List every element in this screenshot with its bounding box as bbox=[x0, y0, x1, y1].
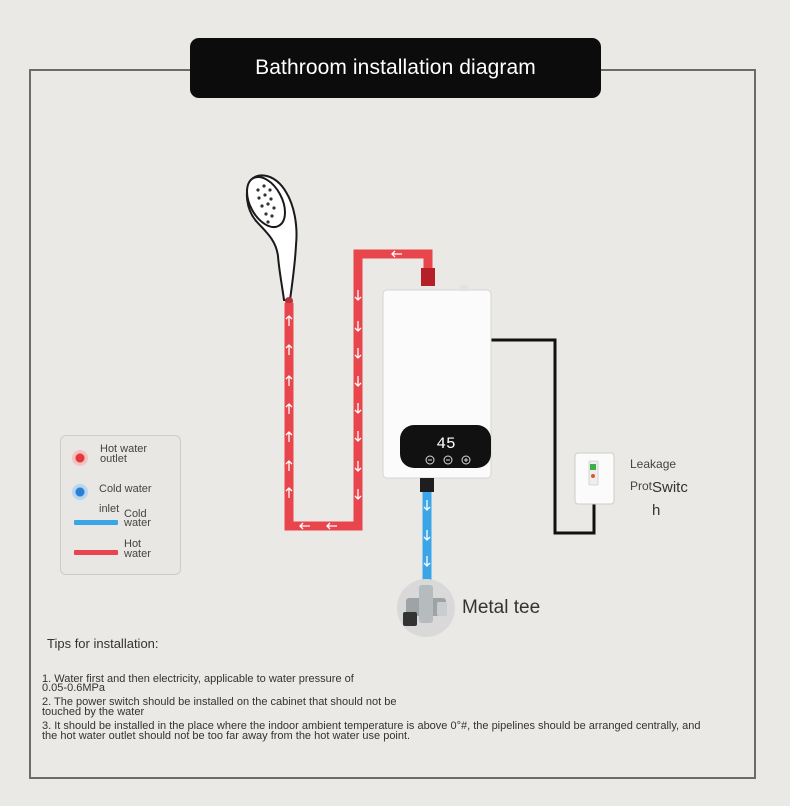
power-cable bbox=[490, 338, 596, 535]
cold-inlet-fitting bbox=[420, 478, 434, 492]
tip-1-line-1: 1. Water first and then electricity, app… bbox=[42, 673, 354, 685]
title-banner: Bathroom installation diagram bbox=[190, 38, 601, 98]
heater-control-panel bbox=[400, 425, 491, 468]
tip-3-line-2: the hot water outlet should not be too f… bbox=[42, 730, 411, 742]
hot-outlet-legend-icon bbox=[72, 450, 88, 466]
legend-hot-outlet-label-1: Hot water bbox=[100, 443, 148, 455]
cold-water-legend-line bbox=[74, 520, 118, 525]
legend-hot-outlet-label-2: outlet bbox=[100, 453, 127, 465]
legend-cold-inlet-label-1: Cold water bbox=[99, 483, 152, 495]
hot-outlet-fitting bbox=[421, 268, 435, 286]
hot-flow-arrows bbox=[285, 250, 402, 530]
metal-tee-label: Metal tee bbox=[462, 597, 541, 618]
legend-cold-water-label-1: Cold bbox=[124, 508, 147, 520]
shower-head-icon bbox=[245, 174, 298, 305]
prot-label: Prot bbox=[630, 479, 653, 493]
tip-2-line-2: touched by the water bbox=[42, 706, 145, 718]
tip-3-line-1: 3. It should be installed in the place w… bbox=[42, 720, 701, 732]
legend-hot-water-label-2: water bbox=[124, 548, 151, 560]
legend-panel: Hot water outlet Cold water inlet Cold w… bbox=[60, 435, 181, 575]
cold-flow-arrows bbox=[423, 500, 431, 567]
switch-label-part2: h bbox=[652, 502, 661, 519]
water-heater bbox=[382, 285, 492, 492]
tip-1-line-2: 0.05-0.6MPa bbox=[42, 682, 105, 694]
legend-cold-inlet-label-2: inlet bbox=[99, 503, 120, 515]
hot-water-legend-line bbox=[74, 550, 118, 555]
tip-2-line-1: 2. The power switch should be installed … bbox=[42, 696, 397, 708]
switch-label-part1: Switc bbox=[652, 479, 688, 496]
cold-inlet-legend-icon bbox=[72, 484, 88, 500]
legend-cold-water-label-2: water bbox=[124, 517, 151, 529]
diagram-title: Bathroom installation diagram bbox=[255, 56, 536, 79]
tips-title: Tips for installation: bbox=[47, 636, 159, 651]
legend-hot-water-label-1: Hot bbox=[124, 538, 142, 550]
leakage-switch-icon bbox=[574, 452, 615, 505]
temperature-display: 45 bbox=[436, 435, 455, 453]
metal-tee-icon bbox=[397, 579, 455, 637]
leakage-label: Leakage bbox=[630, 457, 677, 471]
